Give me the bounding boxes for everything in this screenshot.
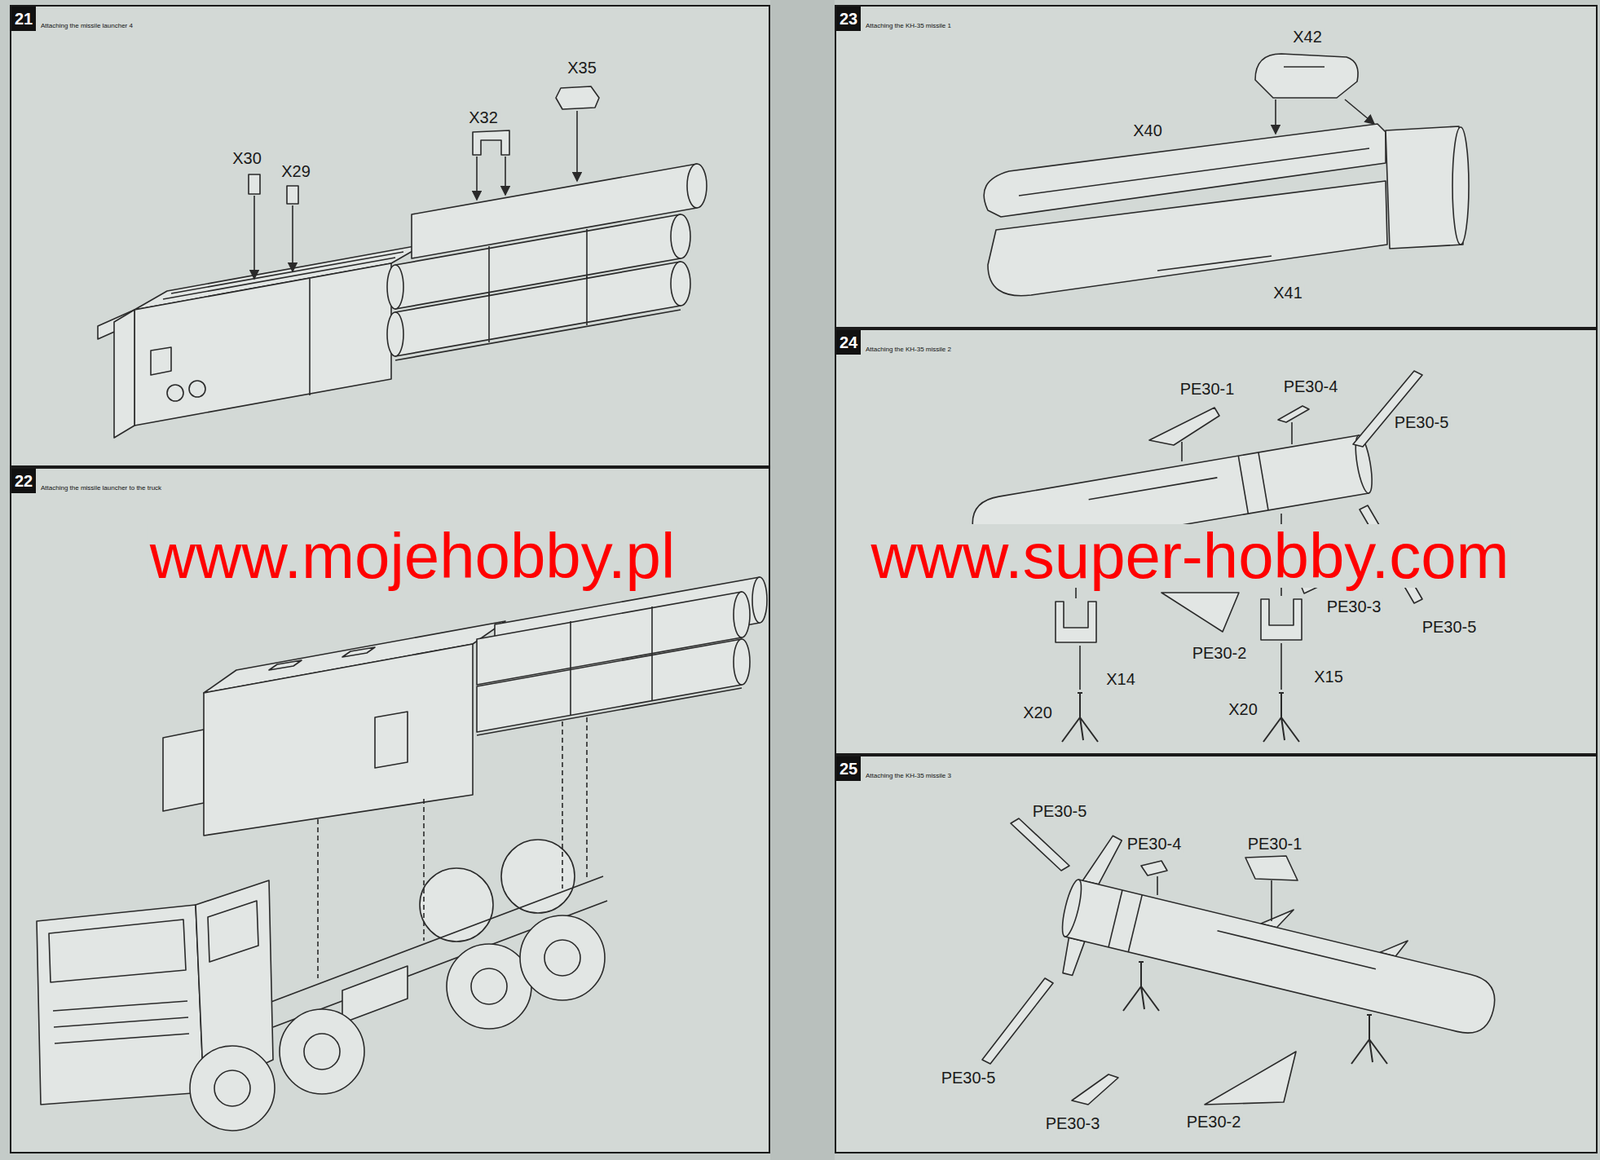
part-label: PE30-3 xyxy=(1325,597,1384,616)
part-label: PE30-5 xyxy=(939,1068,998,1087)
part-label: X42 xyxy=(1291,27,1324,46)
step-caption: Attaching the KH-35 missile 3 xyxy=(865,771,952,780)
step-number: 21 xyxy=(11,6,36,31)
missile-step25 xyxy=(982,818,1512,1105)
part-label: PE30-5 xyxy=(1420,617,1479,636)
step-panel: 23Attaching the KH-35 missile 1 xyxy=(834,4,1598,329)
step-caption: Attaching the KH-35 missile 1 xyxy=(865,22,952,30)
step-number: 25 xyxy=(836,756,861,781)
watermark: www.super-hobby.com xyxy=(868,524,1511,588)
truck-step22 xyxy=(36,577,767,1131)
part-label: PE30-4 xyxy=(1125,834,1184,853)
part-label: PE30-2 xyxy=(1185,1112,1243,1131)
part-label: PE30-5 xyxy=(1031,802,1089,820)
part-label: PE30-1 xyxy=(1178,379,1237,398)
part-label: X30 xyxy=(230,149,264,168)
part-label: X40 xyxy=(1131,121,1164,140)
part-label: X20 xyxy=(1226,700,1260,719)
part-label: PE30-3 xyxy=(1044,1114,1102,1133)
launcher-step21 xyxy=(97,86,707,438)
part-label: X20 xyxy=(1021,703,1054,722)
part-label: X14 xyxy=(1104,669,1138,688)
part-label: X41 xyxy=(1271,283,1305,302)
step-panel: 25Attaching the KH-35 missile 3 xyxy=(834,754,1598,1154)
step-caption: Attaching the missile launcher to the tr… xyxy=(40,484,162,492)
missile-step23 xyxy=(983,53,1469,296)
step-number: 22 xyxy=(11,468,36,494)
part-label: X32 xyxy=(467,108,500,127)
part-label: X35 xyxy=(565,58,599,77)
step-number: 23 xyxy=(836,6,861,31)
part-label: PE30-2 xyxy=(1190,643,1249,662)
part-label: PE30-1 xyxy=(1246,834,1305,853)
part-label: PE30-5 xyxy=(1392,413,1451,432)
watermark: www.mojehobby.pl xyxy=(148,524,678,588)
step-caption: Attaching the KH-35 missile 2 xyxy=(865,345,952,353)
part-label: X29 xyxy=(279,162,313,181)
part-label: X15 xyxy=(1312,667,1345,686)
step-panel: 21Attaching the missile launcher 4 xyxy=(9,4,771,468)
step-caption: Attaching the missile launcher 4 xyxy=(40,22,133,30)
step-number: 24 xyxy=(836,330,861,355)
part-label: PE30-4 xyxy=(1282,377,1340,396)
